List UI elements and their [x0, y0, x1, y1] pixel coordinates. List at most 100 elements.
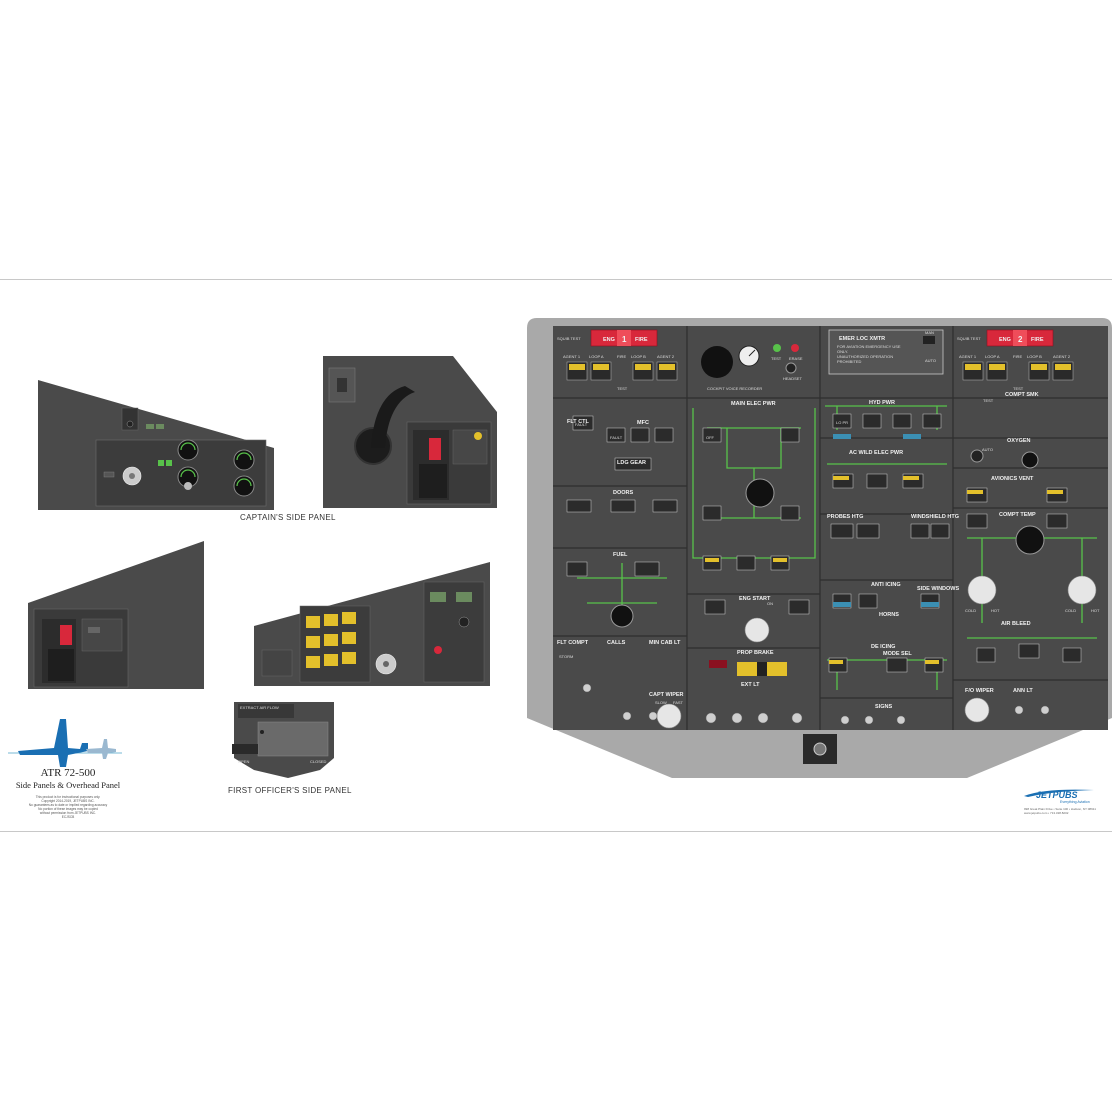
- emer-loc-title: EMER LOC XMTR: [839, 336, 885, 342]
- emer-loc-note: FOR AVIATION EMERGENCY USE: [837, 344, 901, 349]
- extract-air-flow-panel: EXTRACT AIR FLOW OPEN CLOSED: [232, 702, 334, 778]
- jetpubs-address: 998 Great Plain Drive • Suite 100 • Huds…: [1024, 807, 1096, 811]
- oxygen-title: OXYGEN: [1007, 438, 1031, 444]
- eng-2-label: ENG: [999, 337, 1011, 343]
- cvr-erase-label: ERASE: [789, 356, 803, 361]
- emer-loc-man-label: MAN: [925, 330, 934, 335]
- first-officer-side-panel-caption: FIRST OFFICER'S SIDE PANEL: [228, 786, 352, 795]
- cvr-test-label: TEST: [771, 356, 782, 361]
- agent2-1-label: AGENT 2: [657, 354, 675, 359]
- captain-side-panel-aft: [323, 356, 497, 508]
- cold-label: COLD: [1065, 608, 1076, 613]
- eng-1-number: 1: [622, 335, 627, 344]
- fine-print-line: No guarantees as to date or implied rega…: [28, 803, 108, 807]
- fire-2-test-label: FIRE: [1013, 354, 1022, 359]
- mfc-title: MFC: [637, 420, 649, 426]
- emer-loc-auto-label: AUTO: [925, 358, 936, 363]
- storm-label: STORM: [559, 654, 573, 659]
- hyd-pwr-title: HYD PWR: [869, 400, 895, 406]
- ann-lt-title: ANN LT: [1013, 688, 1033, 694]
- horns-title: HORNS: [879, 612, 899, 618]
- capt-wiper-title: CAPT WIPER: [649, 692, 684, 698]
- fuel-title: FUEL: [613, 552, 628, 558]
- fast-label: FAST: [673, 700, 684, 705]
- svg-text:EXTRACT AIR FLOW: EXTRACT AIR FLOW: [240, 705, 279, 710]
- test-label: TEST: [983, 398, 994, 403]
- squib-test-2-label: SQUIB TEST: [957, 336, 981, 341]
- fine-print-line: ECJSCB: [61, 815, 75, 819]
- fine-print-line: This product is for instructional purpos…: [35, 795, 101, 799]
- air-bleed-title: AIR BLEED: [1001, 621, 1031, 627]
- main-elec-pwr-title: MAIN ELEC PWR: [731, 401, 776, 407]
- fine-print-line: No portion of these images may be copied: [38, 807, 98, 811]
- cvr-headset-label: HEADSET: [783, 376, 802, 381]
- eng-2-number: 2: [1018, 335, 1023, 344]
- jetpubs-web: www.jetpubs.com • 713.328.8202: [1024, 811, 1069, 815]
- avionics-vent-title: AVIONICS VENT: [991, 476, 1034, 482]
- loop-b-2-label: LOOP B: [1027, 354, 1042, 359]
- hot-label: HOT: [991, 608, 1000, 613]
- agent2-2-label: AGENT 2: [1053, 354, 1071, 359]
- svg-text:OPEN: OPEN: [238, 759, 249, 764]
- first-officer-side-panel-aft: [28, 541, 204, 689]
- captain-side-panel-forward: [38, 380, 274, 510]
- product-title: ATR 72-500: [40, 767, 96, 779]
- side-windows-title: SIDE WINDOWS: [917, 586, 959, 592]
- agent1-1-label: AGENT 1: [563, 354, 581, 359]
- eng-1-fire-label: FIRE: [635, 337, 648, 343]
- eng-2-fire-label: FIRE: [1031, 337, 1044, 343]
- first-officer-side-panel-forward: [254, 562, 490, 686]
- fine-print-line: without permission from JETPUBS INC.: [39, 811, 97, 815]
- flt-compt-title: FLT COMPT: [557, 640, 589, 646]
- mode-sel-title: MODE SEL: [883, 651, 912, 657]
- ext-lt-title: EXT LT: [741, 682, 760, 688]
- loop-a-1-label: LOOP A: [589, 354, 604, 359]
- eng-1-label: ENG: [603, 337, 615, 343]
- svg-text:CLOSED: CLOSED: [310, 759, 327, 764]
- switch-lo-pr-label: LO PR: [836, 420, 848, 425]
- jetpubs-name: JETPUBS: [1036, 790, 1078, 800]
- fire-1-test-label: FIRE: [617, 354, 626, 359]
- windshield-htg-title: WINDSHIELD HTG: [911, 514, 959, 520]
- cold-label: COLD: [965, 608, 976, 613]
- test-2-label: TEST: [1013, 386, 1024, 391]
- airplane-logo: [8, 719, 122, 767]
- calls-title: CALLS: [607, 640, 626, 646]
- ac-wild-title: AC WILD ELEC PWR: [849, 450, 903, 456]
- eng-start-title: ENG START: [739, 596, 771, 602]
- doors-title: DOORS: [613, 490, 634, 496]
- slow-label: SLOW: [655, 700, 667, 705]
- overhead-panel: FLT CTL MFC LDG GEAR DOORS FUEL MAIN ELE…: [527, 318, 1112, 778]
- flt-ctl-title: FLT CTL: [567, 419, 590, 425]
- emer-loc-note: ONLY.: [837, 349, 848, 354]
- anti-icing-title: ANTI ICING: [871, 582, 901, 588]
- ldg-gear-title: LDG GEAR: [617, 460, 646, 466]
- signs-title: SIGNS: [875, 704, 892, 710]
- compt-smk-title: COMPT SMK: [1005, 392, 1039, 398]
- switch-on-label: ON: [767, 601, 773, 606]
- switch-fault-label: FAULT: [575, 422, 588, 427]
- emer-loc-note: UNAUTHORIZED OPERATION: [837, 354, 893, 359]
- jetpubs-swoosh-icon: [1024, 789, 1094, 797]
- min-cab-lt-title: MIN CAB LT: [649, 640, 681, 646]
- de-icing-title: DE ICING: [871, 644, 895, 650]
- cvr-label: COCKPIT VOICE RECORDER: [707, 386, 762, 391]
- squib-test-1-label: SQUIB TEST: [557, 336, 581, 341]
- compt-temp-title: COMPT TEMP: [999, 512, 1036, 518]
- jetpubs-tagline: Everything Aviation: [1060, 800, 1090, 804]
- loop-a-2-label: LOOP A: [985, 354, 1000, 359]
- agent1-2-label: AGENT 1: [959, 354, 977, 359]
- captain-side-panel-caption: CAPTAIN'S SIDE PANEL: [240, 513, 336, 522]
- probes-htg-title: PROBES HTG: [827, 514, 863, 520]
- test-1-label: TEST: [617, 386, 628, 391]
- product-subtitle: Side Panels & Overhead Panel: [15, 780, 121, 790]
- top-divider: [0, 279, 1112, 280]
- emer-loc-note: PROHIBITED: [837, 359, 862, 364]
- loop-b-1-label: LOOP B: [631, 354, 646, 359]
- hot-label: HOT: [1091, 608, 1100, 613]
- fo-wiper-title: F/O WIPER: [965, 688, 994, 694]
- switch-fault-label: FAULT: [610, 435, 623, 440]
- auto-label: AUTO: [982, 447, 993, 452]
- fine-print-line: Copyright 2014-2019, JETPUBS INC.: [41, 799, 95, 803]
- bottom-divider: [0, 831, 1112, 832]
